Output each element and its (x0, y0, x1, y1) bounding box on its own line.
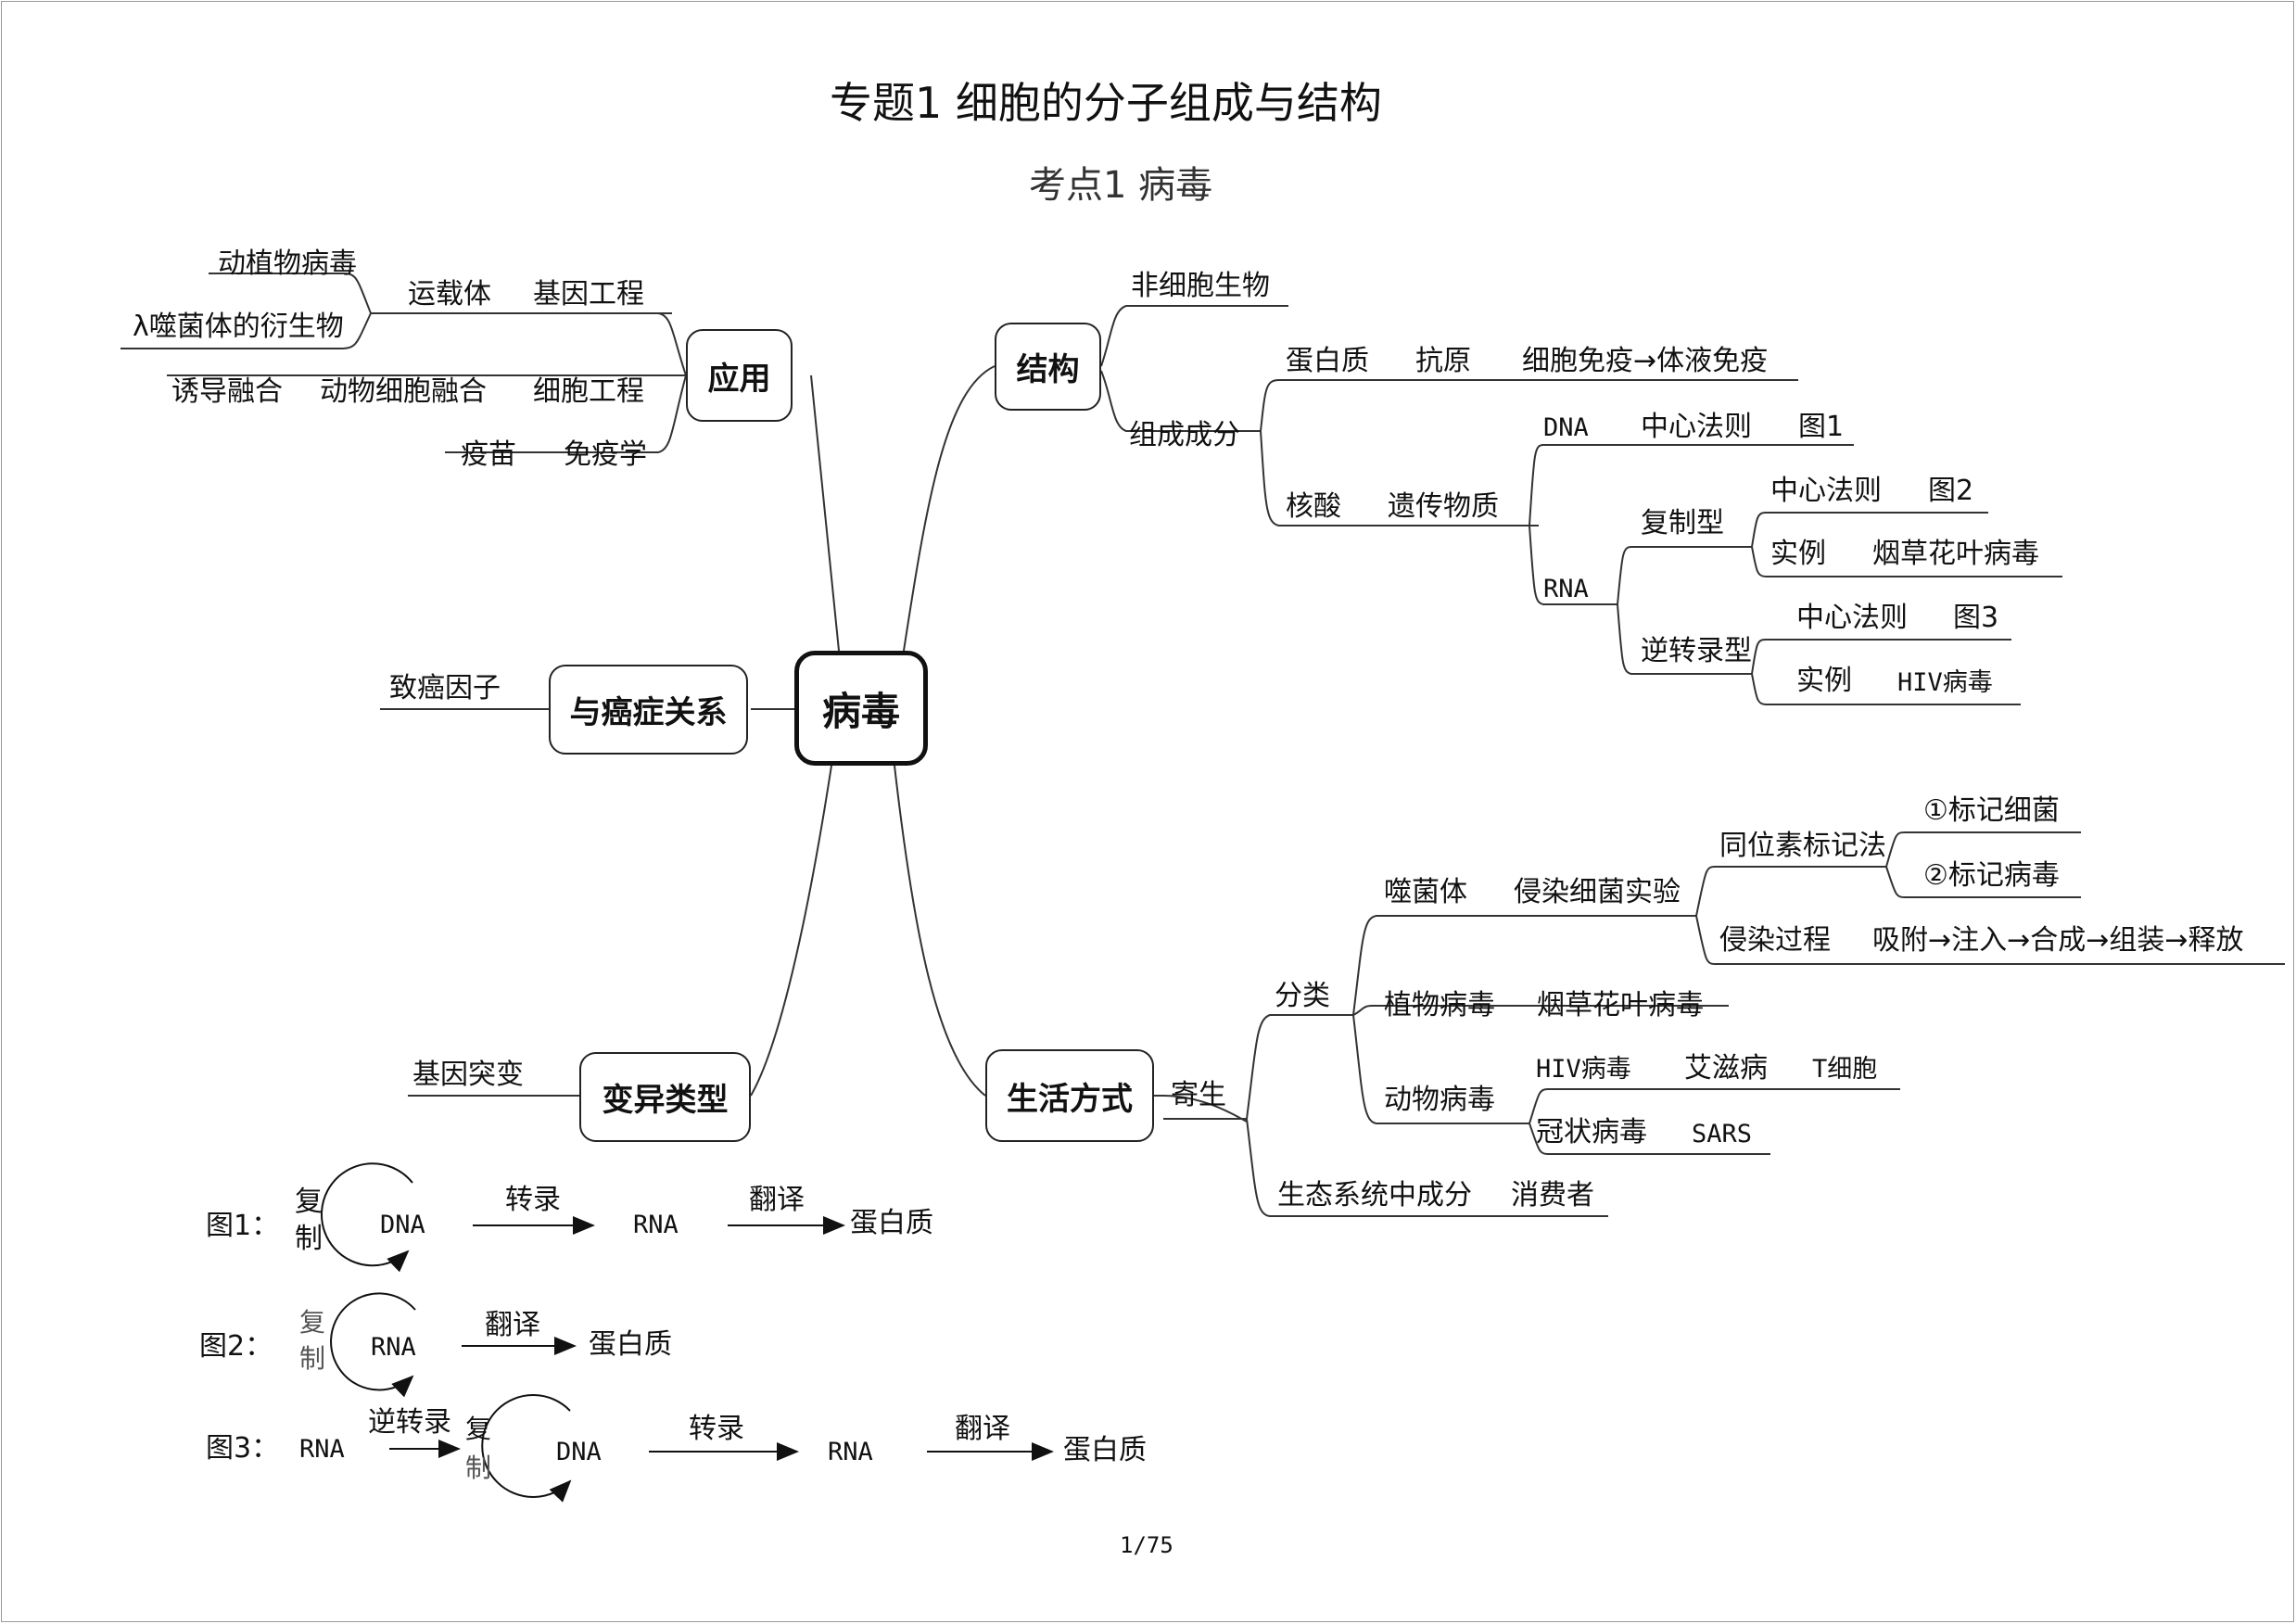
label-tu2: 图2 (1928, 475, 1974, 507)
label-guocheng: 侵染过程 (1719, 924, 1831, 957)
page-subtitle: 考点1 病毒 (1029, 164, 1213, 207)
label-shijunti: 噬菌体 (1384, 876, 1467, 908)
label-biaoji1: ①标记细菌 (1923, 794, 2060, 827)
label-dna: DNA (1543, 413, 1589, 442)
label-danbaizhi: 蛋白质 (1286, 345, 1369, 377)
label-tubian: 基因突变 (412, 1059, 524, 1091)
label-tongwei: 同位素标记法 (1719, 830, 1886, 862)
label-zhongxin3: 中心法则 (1796, 602, 1908, 634)
fig2-label: 图2： (199, 1330, 273, 1363)
label-mianyixue: 免疫学 (564, 438, 647, 471)
label-mianyi: 细胞免疫→体液免疫 (1522, 345, 1769, 377)
center-node: 病毒 (794, 651, 928, 766)
label-jiyin: 基因工程 (533, 278, 644, 311)
fig3-arrow2-label: 翻译 (955, 1413, 1010, 1445)
label-yancao1: 烟草花叶病毒 (1872, 538, 2039, 570)
label-dongzhiwu: 动植物病毒 (218, 247, 357, 280)
fig3-rna: RNA (828, 1438, 873, 1466)
page-title: 专题1 细胞的分子组成与结构 (830, 78, 1382, 128)
fig3-protein: 蛋白质 (1063, 1434, 1147, 1466)
fig1-arrow1-label: 转录 (505, 1184, 561, 1216)
fig2-rna: RNA (371, 1333, 416, 1362)
label-yancao2: 烟草花叶病毒 (1537, 989, 1704, 1021)
label-hiv1: HIV病毒 (1897, 668, 1993, 697)
fig2-arrow1-label: 翻译 (485, 1309, 540, 1341)
label-rna: RNA (1543, 575, 1589, 603)
fig1-label: 图1： (206, 1210, 280, 1242)
label-zhiwubd: 植物病毒 (1384, 989, 1495, 1021)
label-txibao: T细胞 (1812, 1055, 1878, 1084)
label-xibao: 细胞工程 (533, 375, 644, 408)
label-lambda: λ噬菌体的衍生物 (133, 311, 344, 343)
label-fenlei: 分类 (1275, 980, 1330, 1012)
fig2-zhi: 制 (299, 1343, 326, 1374)
label-tu1: 图1 (1798, 411, 1845, 443)
fig3-arrow1-label: 转录 (689, 1413, 744, 1445)
label-kangyuan: 抗原 (1415, 345, 1471, 377)
fig1-fu: 复 (295, 1186, 323, 1218)
node-aizheng: 与癌症关系 (549, 665, 748, 755)
fig1-dna: DNA (380, 1211, 425, 1239)
fig1-zhi: 制 (295, 1223, 323, 1255)
label-biaoji2: ②标记病毒 (1923, 859, 2060, 892)
label-buzhou: 吸附→注入→合成→组装→释放 (1872, 924, 2244, 957)
label-hesuan: 核酸 (1286, 490, 1341, 523)
label-guanzhuang: 冠状病毒 (1536, 1116, 1647, 1148)
label-tu3: 图3 (1953, 602, 1999, 634)
label-yichuan: 遗传物质 (1388, 490, 1499, 523)
fig2-protein: 蛋白质 (589, 1328, 672, 1361)
fig3-dna: DNA (556, 1438, 602, 1466)
fig2-fu: 复 (299, 1307, 326, 1338)
label-qinran: 侵染细菌实验 (1514, 876, 1681, 908)
fig1-rna: RNA (633, 1211, 679, 1239)
label-zucheng: 组成成分 (1129, 419, 1240, 451)
label-youdao: 诱导融合 (171, 375, 283, 408)
label-yimiao: 疫苗 (461, 438, 516, 471)
label-sars: SARS (1692, 1120, 1753, 1148)
fig3-zhi: 制 (465, 1453, 492, 1483)
node-jiegou: 结构 (995, 323, 1101, 411)
fig3-label: 图3： (206, 1432, 280, 1465)
fig3-rna-start: RNA (299, 1435, 345, 1464)
fig1-protein: 蛋白质 (850, 1207, 933, 1239)
label-nizhuan: 逆转录型 (1641, 635, 1752, 667)
fig1-arrow2-label: 翻译 (749, 1184, 805, 1216)
label-zhongxin2: 中心法则 (1770, 475, 1882, 507)
label-aizibing: 艾滋病 (1684, 1052, 1768, 1085)
node-bianyi: 变异类型 (579, 1052, 751, 1142)
label-hiv2: HIV病毒 (1536, 1055, 1631, 1084)
label-shengtai: 生态系统中成分 (1277, 1179, 1472, 1212)
label-zhiai: 致癌因子 (389, 672, 501, 704)
label-dongwu: 动物细胞融合 (320, 375, 487, 408)
fig3-fu: 复 (465, 1414, 492, 1444)
label-zhongxin1: 中心法则 (1641, 411, 1752, 443)
label-shili1: 实例 (1770, 538, 1826, 570)
page-number: 1/75 (1120, 1532, 1173, 1558)
label-shili2: 实例 (1796, 665, 1852, 697)
label-dongwubd: 动物病毒 (1384, 1084, 1495, 1116)
fig3-arrow0-label: 逆转录 (368, 1406, 451, 1439)
label-yunzaiti: 运载体 (408, 278, 491, 311)
label-jisheng: 寄生 (1171, 1079, 1226, 1111)
label-fuzhi: 复制型 (1641, 507, 1724, 539)
node-shenghuo: 生活方式 (985, 1049, 1154, 1142)
node-yingyong: 应用 (686, 329, 793, 422)
label-xiaofei: 消费者 (1511, 1179, 1594, 1212)
label-feixibao: 非细胞生物 (1131, 270, 1270, 302)
